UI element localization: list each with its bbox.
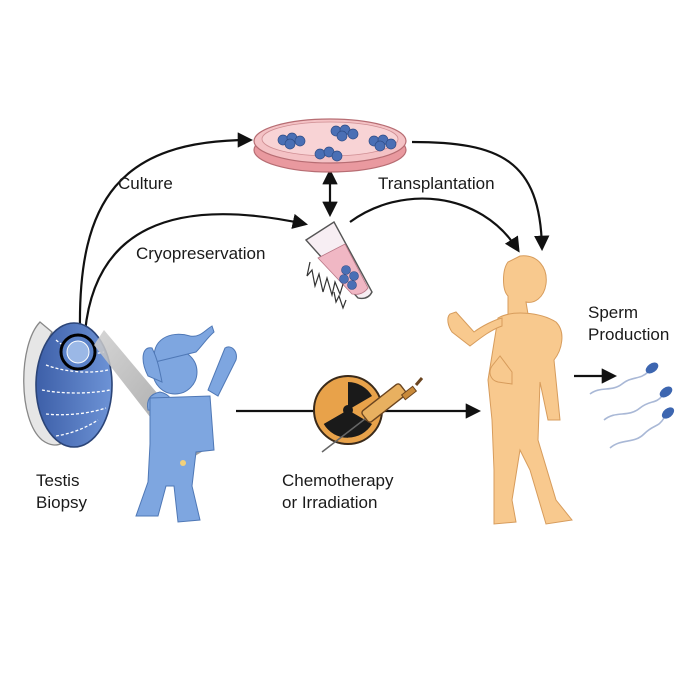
label-cryopreservation: Cryopreservation <box>136 244 266 263</box>
man-silhouette-icon <box>447 255 573 525</box>
cryo-vial-icon <box>304 221 373 310</box>
label-culture: Culture <box>118 174 173 193</box>
arrow-biopsy-to-cryo <box>83 213 309 333</box>
child-silhouette-icon <box>135 325 237 523</box>
label-chemo-line2: or Irradiation <box>282 493 378 512</box>
arrow-dish-to-man <box>411 140 550 252</box>
label-sperm-line1: Sperm <box>588 303 639 322</box>
radiation-icon <box>313 375 383 445</box>
label-testis-line2: Biopsy <box>36 493 88 512</box>
sperm-cells-icon <box>589 362 675 449</box>
label-chemo-line1: Chemotherapy <box>282 471 394 490</box>
petri-dish-icon <box>253 118 407 173</box>
arrow-biopsy-to-culture <box>78 132 254 331</box>
label-testis-line1: Testis <box>36 471 80 490</box>
label-transplantation: Transplantation <box>378 174 495 193</box>
syringe-icon <box>321 377 424 453</box>
label-sperm-line2: Production <box>588 325 670 344</box>
arrow-cryo-to-man <box>349 197 520 253</box>
